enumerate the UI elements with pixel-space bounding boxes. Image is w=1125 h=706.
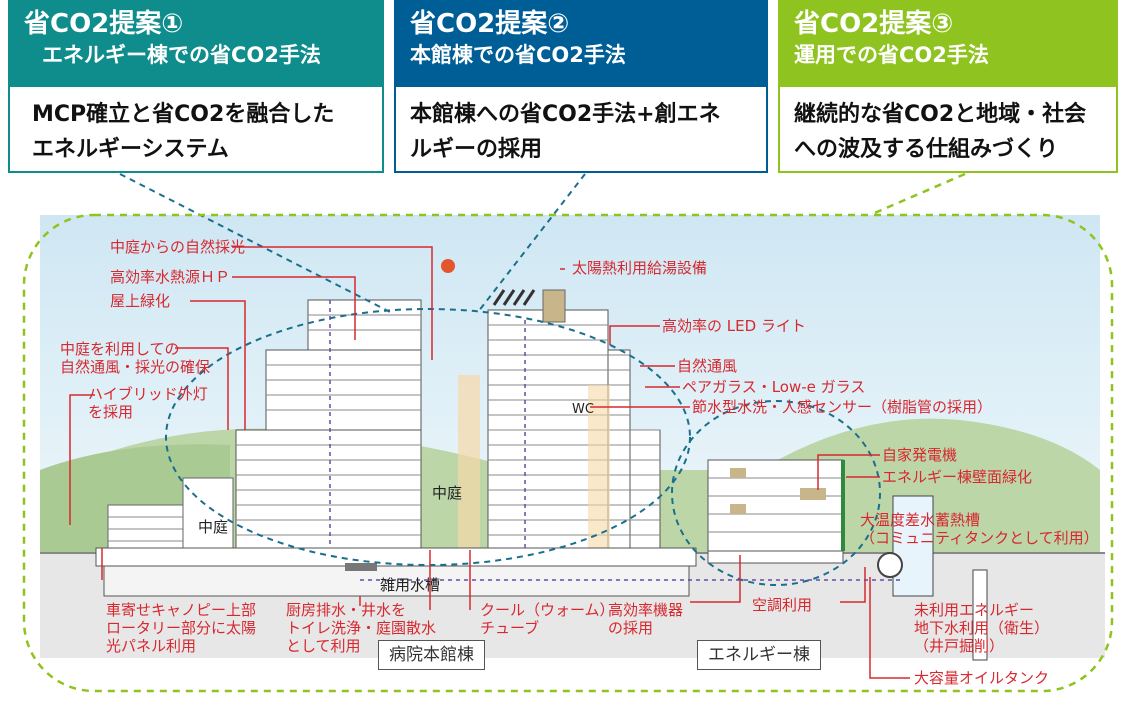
oil-tank-shape [877, 552, 903, 578]
proposal-2-subtitle: 本館棟での省CO2手法 [410, 43, 626, 67]
main-highlight [165, 308, 691, 566]
label-led: 高効率の LED ライト [662, 317, 806, 335]
label-self-power: 自家発電機 [882, 446, 958, 464]
label-thermal-tank: 大温度差水蓄熱槽 （コミュニティタンクとして利用） [860, 511, 1099, 547]
overall-boundary [22, 213, 1114, 693]
label-misc-tank: 雑用水槽 [380, 576, 441, 594]
proposal-3-body: 継続的な省CO2と地域・社会 への波及する仕組みづくり [794, 102, 1087, 162]
label-cool-tube: クール（ウォーム） チューブ [480, 601, 615, 637]
podium [95, 547, 697, 567]
label-courtyard-vent: 中庭を利用しての 自然通風・採光の確保 [60, 340, 211, 376]
sun-icon [441, 259, 455, 273]
proposal-1-body: MCP確立と省CO2を融合した エネルギーシステム [32, 102, 335, 162]
label-unused-energy: 未利用エネルギー 地下水利用（衛生） （井戸掘削） [914, 601, 1050, 655]
left-annex [182, 477, 234, 552]
basement [103, 565, 690, 597]
energy-building-name: エネルギー棟 [697, 640, 821, 670]
proposal-2-title: 省CO2提案② [410, 9, 570, 39]
main-building-left [235, 299, 422, 552]
proposal-card-1: 省CO2提案① エネルギー棟での省CO2手法 MCP確立と省CO2を融合した エ… [8, 0, 384, 173]
label-hybrid-light: ハイブリッド外灯 を採用 [88, 385, 208, 421]
main-building-name: 病院本館棟 [378, 640, 485, 670]
label-natural-vent: 自然通風 [677, 357, 738, 375]
label-ac-use: 空調利用 [752, 596, 813, 614]
label-courtyard-light: 中庭からの自然採光 [110, 238, 246, 256]
label-oil-tank: 大容量オイルタンク [914, 669, 1050, 687]
label-hp: 高効率水熱源ＨＰ [110, 268, 231, 286]
energy-highlight [671, 400, 881, 586]
label-pair-glass: ペアガラス・Low-e ガラス [682, 378, 866, 396]
proposal-3-title: 省CO2提案③ [794, 9, 954, 39]
proposal-1-header: 省CO2提案① エネルギー棟での省CO2手法 [10, 2, 382, 87]
label-courtyard-left: 中庭 [198, 518, 229, 536]
canopy-building [107, 504, 184, 552]
label-wc: WC [572, 402, 594, 417]
proposal-1-title: 省CO2提案① [24, 9, 184, 39]
label-solar-heat: 太陽熱利用給湯設備 [572, 259, 708, 277]
label-hi-eff: 高効率機器 の採用 [608, 601, 684, 637]
label-roof-green: 屋上緑化 [110, 292, 171, 310]
proposal-1-subtitle: エネルギー棟での省CO2手法 [42, 43, 321, 67]
label-wall-green: エネルギー棟壁面緑化 [882, 468, 1033, 486]
label-water-saving: 節水型水洗・人感センサー（樹脂管の採用） [692, 398, 993, 416]
proposal-3-subtitle: 運用での省CO2手法 [794, 43, 989, 67]
proposal-3-header: 省CO2提案③ 運用での省CO2手法 [780, 2, 1116, 87]
proposal-card-2: 省CO2提案② 本館棟での省CO2手法 本館棟への省CO2手法+創エネ ルギーの… [394, 0, 768, 173]
proposal-2-header: 省CO2提案② 本館棟での省CO2手法 [396, 2, 766, 87]
label-kitchen: 厨房排水・井水を トイレ洗浄・庭園散水 として利用 [286, 601, 437, 655]
proposal-2-body: 本館棟への省CO2手法+創エネ ルギーの採用 [410, 102, 721, 162]
label-courtyard-main: 中庭 [432, 484, 463, 502]
label-canopy: 車寄せキャノピー上部 ロータリー部分に太陽 光パネル利用 [106, 601, 257, 655]
well [972, 569, 988, 661]
energy-building [707, 459, 845, 564]
proposal-card-3: 省CO2提案③ 運用での省CO2手法 継続的な省CO2と地域・社会 への波及する… [778, 0, 1118, 173]
